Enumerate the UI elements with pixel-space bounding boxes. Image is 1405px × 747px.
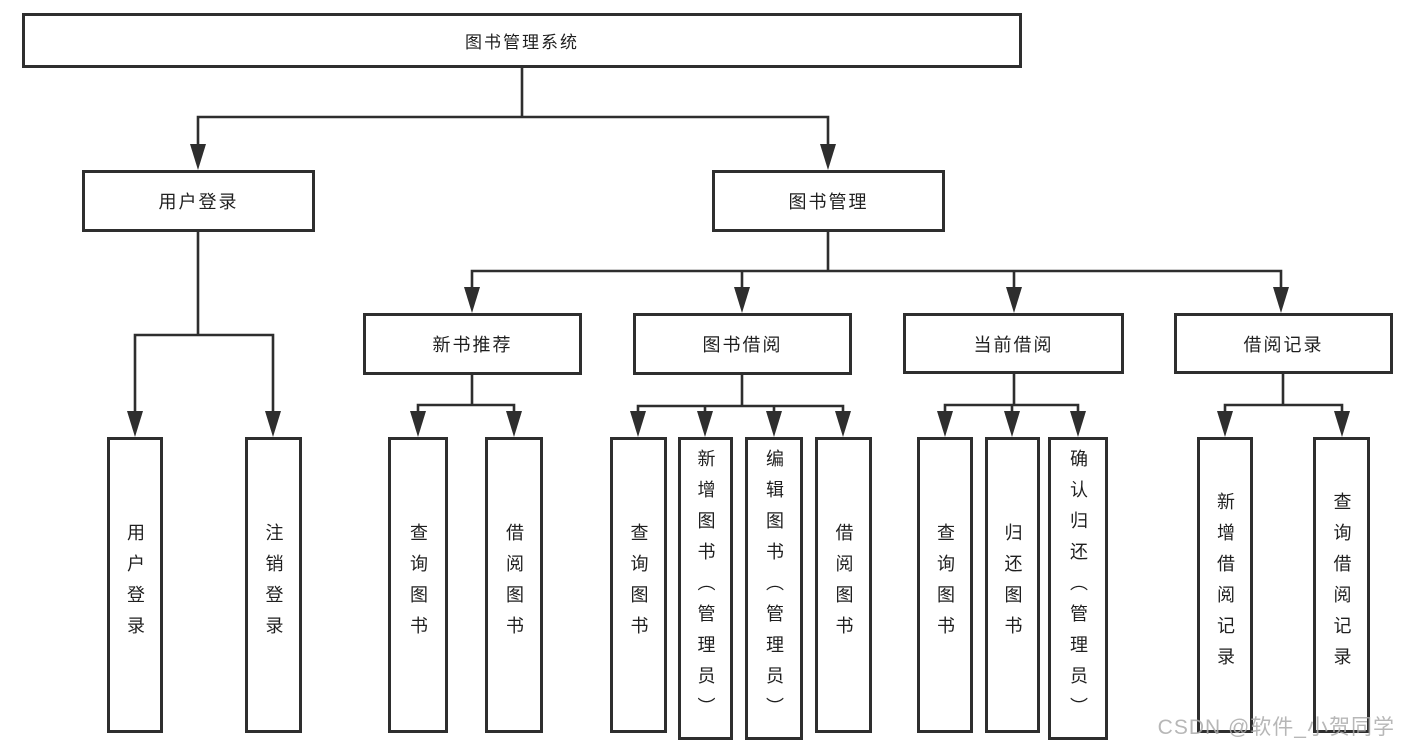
node-user-login-label: 用户登录 — [158, 192, 239, 212]
node-book-borrowing: 图书借阅 — [633, 313, 852, 375]
leaf-return-books: 归还图书 — [985, 437, 1040, 733]
leaf-borrow-books-2-label: 借阅图书 — [833, 523, 854, 647]
leaf-query-books-1-label: 查询图书 — [408, 523, 428, 647]
branch-book-borrowing — [636, 375, 845, 413]
leaf-user-login: 用户登录 — [107, 437, 163, 733]
node-library-system-label: 图书管理系统 — [465, 33, 579, 52]
node-borrowing-records: 借阅记录 — [1174, 313, 1393, 374]
node-new-book-recommendation-label: 新书推荐 — [432, 335, 513, 355]
leaf-edit-book-admin: 编辑图书（管理员） — [745, 437, 803, 740]
leaf-add-book-admin: 新增图书（管理员） — [678, 437, 733, 740]
node-current-borrowing: 当前借阅 — [903, 313, 1124, 374]
watermark-text: CSDN @软件_小贺同学 — [1157, 716, 1395, 739]
node-book-management-label: 图书管理 — [788, 192, 869, 212]
leaf-borrow-books-1-label: 借阅图书 — [504, 523, 524, 647]
branch-new-book-recommendation — [416, 375, 516, 413]
leaf-borrow-books-1: 借阅图书 — [485, 437, 543, 733]
node-new-book-recommendation: 新书推荐 — [363, 313, 582, 375]
leaf-logout-login-label: 注销登录 — [263, 523, 284, 647]
leaf-add-borrow-record: 新增借阅记录 — [1197, 437, 1253, 733]
leaf-query-books-3-label: 查询图书 — [935, 523, 955, 647]
branch-user-login — [133, 232, 275, 413]
node-library-system: 图书管理系统 — [22, 13, 1022, 68]
leaf-logout-login: 注销登录 — [245, 437, 302, 733]
node-book-borrowing-label: 图书借阅 — [702, 335, 783, 355]
node-book-management: 图书管理 — [712, 170, 945, 232]
node-current-borrowing-label: 当前借阅 — [973, 334, 1054, 355]
branch-borrowing-records — [1223, 374, 1344, 413]
leaf-query-books-2-label: 查询图书 — [628, 523, 649, 647]
leaf-query-books-3: 查询图书 — [917, 437, 973, 733]
leaf-confirm-return-admin: 确认归还（管理员） — [1048, 437, 1108, 740]
branch-current-borrowing — [943, 374, 1080, 413]
branch-book-management — [470, 232, 1283, 289]
arrowheads — [127, 144, 1350, 437]
leaf-query-books-2: 查询图书 — [610, 437, 667, 733]
leaf-add-book-admin-label: 新增图书（管理员） — [695, 449, 716, 728]
node-borrowing-records-label: 借阅记录 — [1243, 334, 1324, 355]
leaf-confirm-return-admin-label: 确认归还（管理员） — [1068, 449, 1088, 728]
leaf-query-borrow-record-label: 查询借阅记录 — [1331, 492, 1352, 678]
leaf-query-borrow-record: 查询借阅记录 — [1313, 437, 1370, 733]
leaf-borrow-books-2: 借阅图书 — [815, 437, 872, 733]
trunk-root-to-level2 — [196, 68, 830, 146]
node-user-login: 用户登录 — [82, 170, 315, 232]
leaf-query-books-1: 查询图书 — [388, 437, 448, 733]
leaf-return-books-label: 归还图书 — [1002, 523, 1023, 647]
leaf-edit-book-admin-label: 编辑图书（管理员） — [764, 449, 784, 728]
leaf-add-borrow-record-label: 新增借阅记录 — [1215, 492, 1235, 678]
leaf-user-login-label: 用户登录 — [125, 523, 145, 647]
